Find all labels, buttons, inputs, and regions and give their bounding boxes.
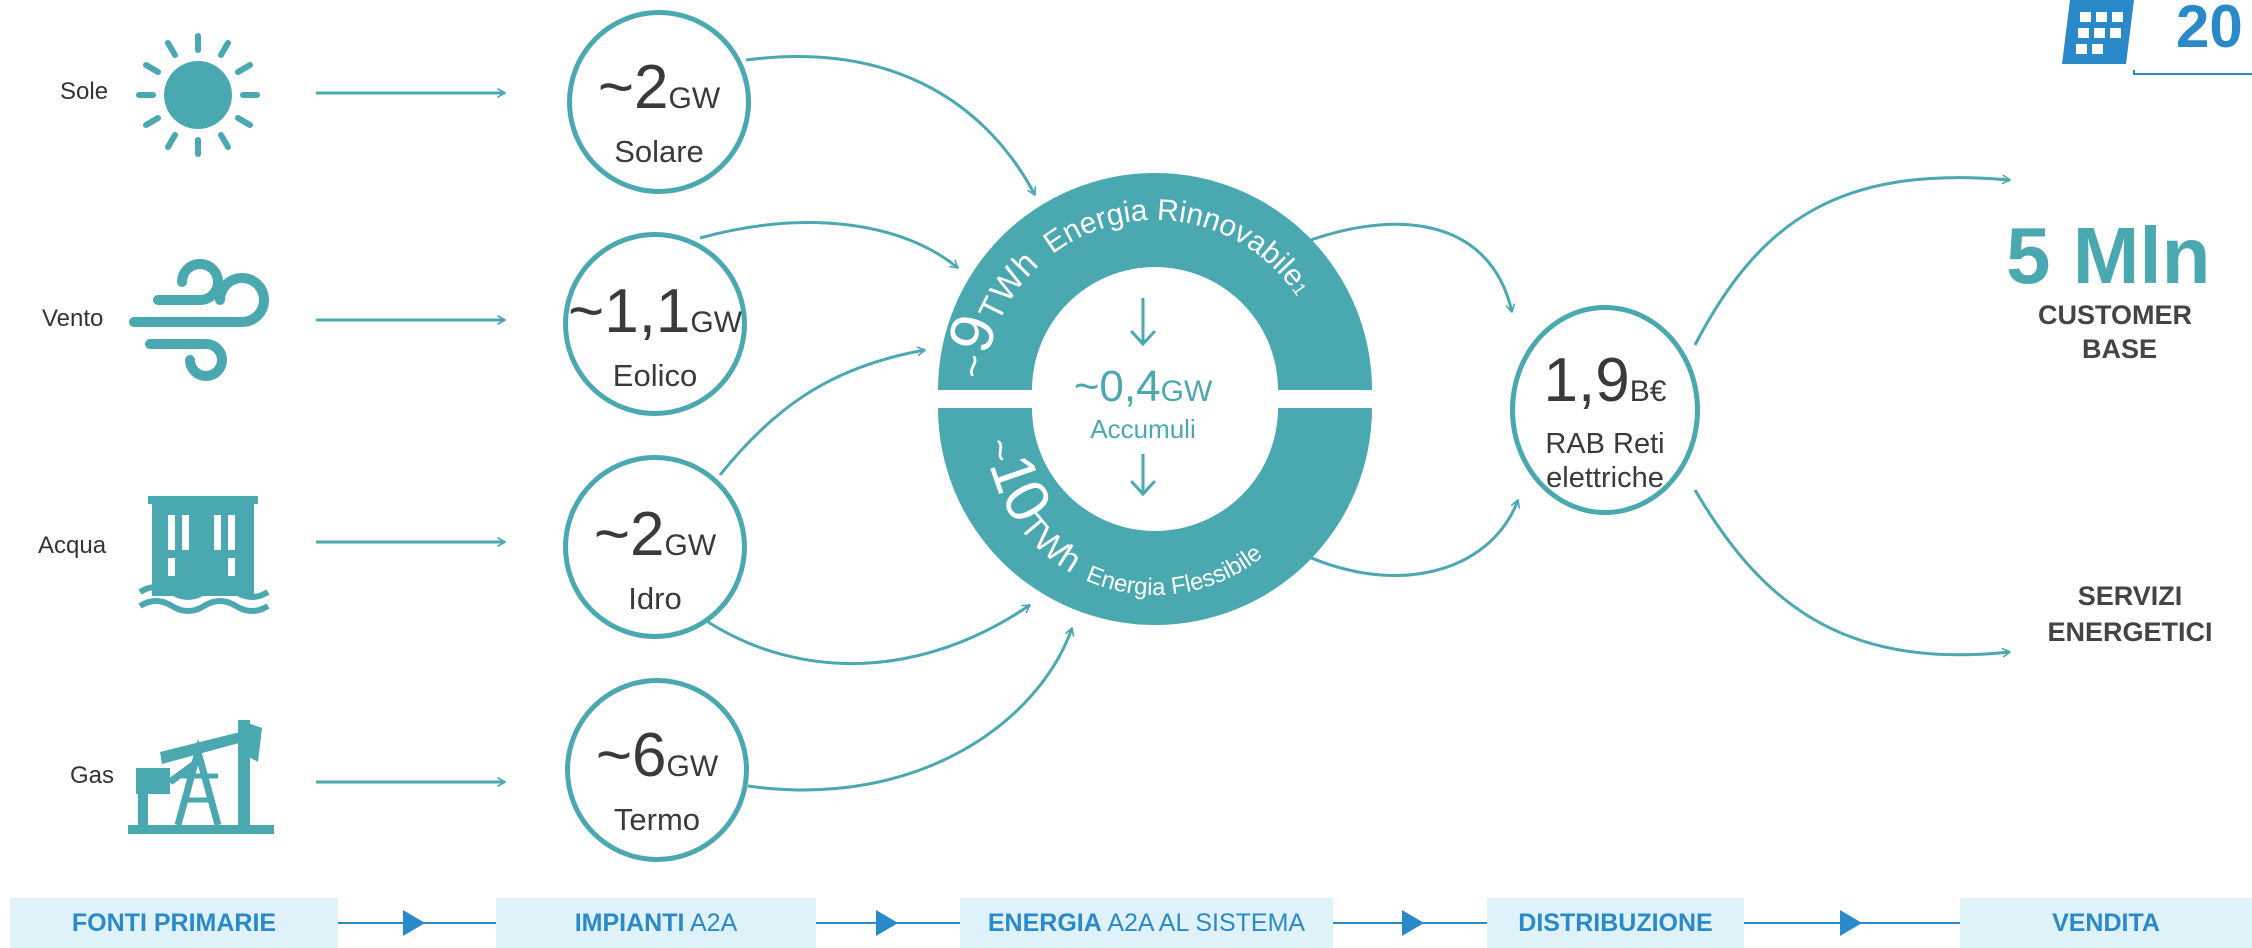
plant-value: ~2 — [597, 53, 669, 122]
storage-value: ~0,4 — [1073, 362, 1161, 411]
sun-icon — [136, 33, 260, 157]
stage-rest: A2A — [684, 909, 738, 937]
dam-icon — [138, 496, 270, 614]
energy-ring: ~9TWh Energia Rinnovabile1 ~10TWh Energi… — [935, 173, 1372, 625]
source-label-vento: Vento — [42, 305, 104, 332]
stage-tab-impianti: IMPIANTI A2A — [496, 898, 816, 948]
rab-value: 1,9 — [1543, 346, 1630, 415]
stage-bold: IMPIANTI — [574, 909, 685, 937]
energy-services-line1: SERVIZI — [2077, 581, 2183, 611]
stage-bold: DISTRIBUZIONE — [1518, 909, 1713, 937]
plant-value: ~1,1 — [568, 277, 691, 346]
source-label-sole: Sole — [60, 78, 109, 105]
stage-connectors — [338, 910, 1960, 936]
plant-name: Eolico — [612, 358, 698, 393]
plant-name: Solare — [614, 134, 704, 169]
stage-tab-fonti-primarie: FONTI PRIMARIE — [10, 898, 338, 948]
customer-base-line2: BASE — [2082, 334, 2158, 364]
plant-unit: GW — [668, 82, 721, 115]
plant-arrows — [699, 55, 1075, 792]
plant-unit: GW — [666, 750, 719, 783]
sales-arrows — [1693, 174, 2011, 658]
stage-tab-energia: ENERGIA A2A AL SISTEMA — [960, 898, 1333, 948]
source-label-gas: Gas — [70, 762, 115, 789]
stage-tab-distribuzione: DISTRIBUZIONE — [1487, 898, 1744, 948]
stage-rest: VENDITA — [2052, 909, 2160, 937]
rab-unit: B€ — [1629, 375, 1667, 408]
plant-unit: GW — [664, 529, 717, 562]
source-arrows — [316, 88, 506, 787]
plant-name: Idro — [628, 581, 682, 616]
plant-bubble-idro: ~2GW Idro — [563, 455, 747, 639]
plant-unit: GW — [690, 306, 743, 339]
plant-bubble-eolico: ~1,1GW Eolico — [563, 232, 747, 416]
storage-arrows — [1130, 298, 1156, 497]
customer-base-kpi: 5 Mln CUSTOMER BASE — [1990, 214, 2252, 366]
distribution-arrows — [1284, 222, 1521, 577]
customer-base-line1: CUSTOMER — [2038, 300, 2193, 330]
plant-name: Termo — [613, 802, 701, 837]
source-label-acqua: Acqua — [38, 532, 107, 559]
wind-icon — [129, 259, 269, 381]
customer-base-value: 5 Mln — [2006, 211, 2211, 300]
rab-label-line2: elettriche — [1546, 462, 1664, 494]
energy-services-line2: ENERGETICI — [2047, 617, 2213, 647]
energy-services-kpi: SERVIZI ENERGETICI — [2030, 578, 2230, 650]
stage-bold: FONTI PRIMARIE — [71, 909, 277, 937]
rab-label-line1: RAB Reti — [1545, 428, 1665, 460]
stage-tab-vendita: VENDITA — [1960, 898, 2252, 948]
plant-value: ~2 — [593, 500, 665, 569]
stage-bold: ENERGIA — [987, 909, 1102, 937]
stage-rest: A2A AL SISTEMA — [1101, 909, 1306, 937]
plant-value: ~6 — [595, 721, 667, 790]
storage-label: Accumuli — [1090, 414, 1196, 444]
plant-bubble-termo: ~6GW Termo — [565, 678, 749, 862]
storage-text: ~0,4GW Accumuli — [1043, 362, 1243, 444]
calendar-icon — [2062, 0, 2252, 75]
distribution-bubble: 1,9B€ RAB Reti elettriche — [1510, 305, 1700, 515]
oil-pump-icon — [128, 720, 274, 834]
plant-bubble-solare: ~2GW Solare — [567, 10, 751, 194]
corner-badge-text: 20 — [2176, 0, 2243, 60]
storage-unit: GW — [1160, 375, 1213, 408]
